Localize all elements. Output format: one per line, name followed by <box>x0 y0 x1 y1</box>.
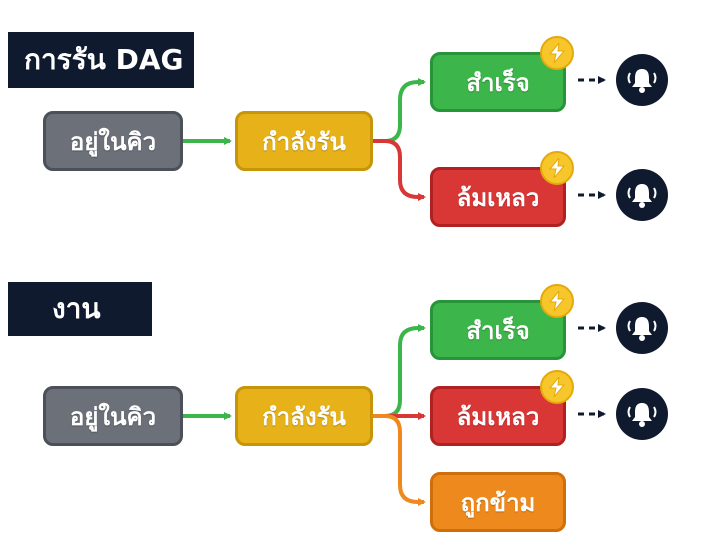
dag-state-failed: ล้มเหลว <box>430 167 566 227</box>
dag-arrow-running-to-success <box>373 78 426 143</box>
task-state-running: กำลังรัน <box>235 386 373 446</box>
lightning-icon <box>540 284 574 318</box>
bell-icon <box>616 169 668 221</box>
dag-state-running: กำลังรัน <box>235 111 373 171</box>
task-state-skipped: ถูกข้าม <box>430 472 566 532</box>
bell-icon <box>616 54 668 106</box>
task-arrow-running-to-skipped <box>373 414 426 506</box>
dag-section-title: การรัน DAG <box>8 32 194 88</box>
lightning-icon <box>540 36 574 70</box>
lightning-icon <box>540 370 574 404</box>
dag-arrow-running-to-failed <box>373 139 426 201</box>
task-state-queued: อยู่ในคิว <box>43 386 183 446</box>
bell-icon <box>616 388 668 440</box>
task-state-failed: ล้มเหลว <box>430 386 566 446</box>
task-section-title: งาน <box>8 282 152 336</box>
dag-state-queued: อยู่ในคิว <box>43 111 183 171</box>
task-arrow-running-to-success <box>373 324 426 418</box>
bell-icon <box>616 302 668 354</box>
lightning-icon <box>540 151 574 185</box>
